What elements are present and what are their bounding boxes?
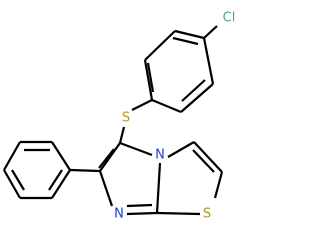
bond — [126, 211, 158, 216]
bond — [202, 37, 215, 85]
double-bond-inner — [172, 36, 199, 46]
bond — [174, 29, 205, 40]
atom-sulfur-ring: S — [203, 207, 211, 222]
bond — [98, 170, 114, 207]
bond — [167, 141, 195, 158]
atom-sulfur-thioether: S — [122, 111, 130, 126]
atom-nitrogen-bridge: N — [155, 148, 165, 163]
phenyl-ring — [3, 140, 101, 200]
bond — [99, 142, 121, 172]
bond — [193, 141, 223, 173]
double-bond-inner — [146, 62, 155, 93]
bond — [3, 141, 21, 171]
atom-chlorine: Cl — [223, 11, 236, 26]
bond — [51, 141, 71, 171]
double-bond-inner — [98, 148, 115, 169]
bond — [156, 211, 201, 216]
bond — [151, 98, 182, 114]
bond — [144, 30, 176, 61]
double-bond-inner — [126, 203, 153, 208]
bond — [51, 169, 71, 199]
double-bond-inner — [192, 149, 215, 173]
imidazothiazole-core — [98, 141, 224, 216]
bond — [143, 59, 154, 101]
bond — [213, 171, 224, 199]
bond-c-s — [131, 99, 153, 111]
bond — [69, 168, 101, 173]
bond — [119, 141, 153, 157]
double-bond-inner — [11, 169, 25, 191]
bond — [155, 162, 162, 214]
double-bond-inner — [181, 79, 206, 102]
atom-nitrogen-ring: N — [114, 207, 124, 222]
molecule-structure: Cl S N N S — [3, 11, 236, 222]
bond — [3, 169, 21, 199]
bond — [180, 83, 214, 113]
double-bond-inner — [48, 169, 63, 191]
bond-s-c — [118, 126, 126, 144]
chlorophenyl-ring — [143, 29, 215, 114]
bond-c-cl — [203, 25, 218, 39]
